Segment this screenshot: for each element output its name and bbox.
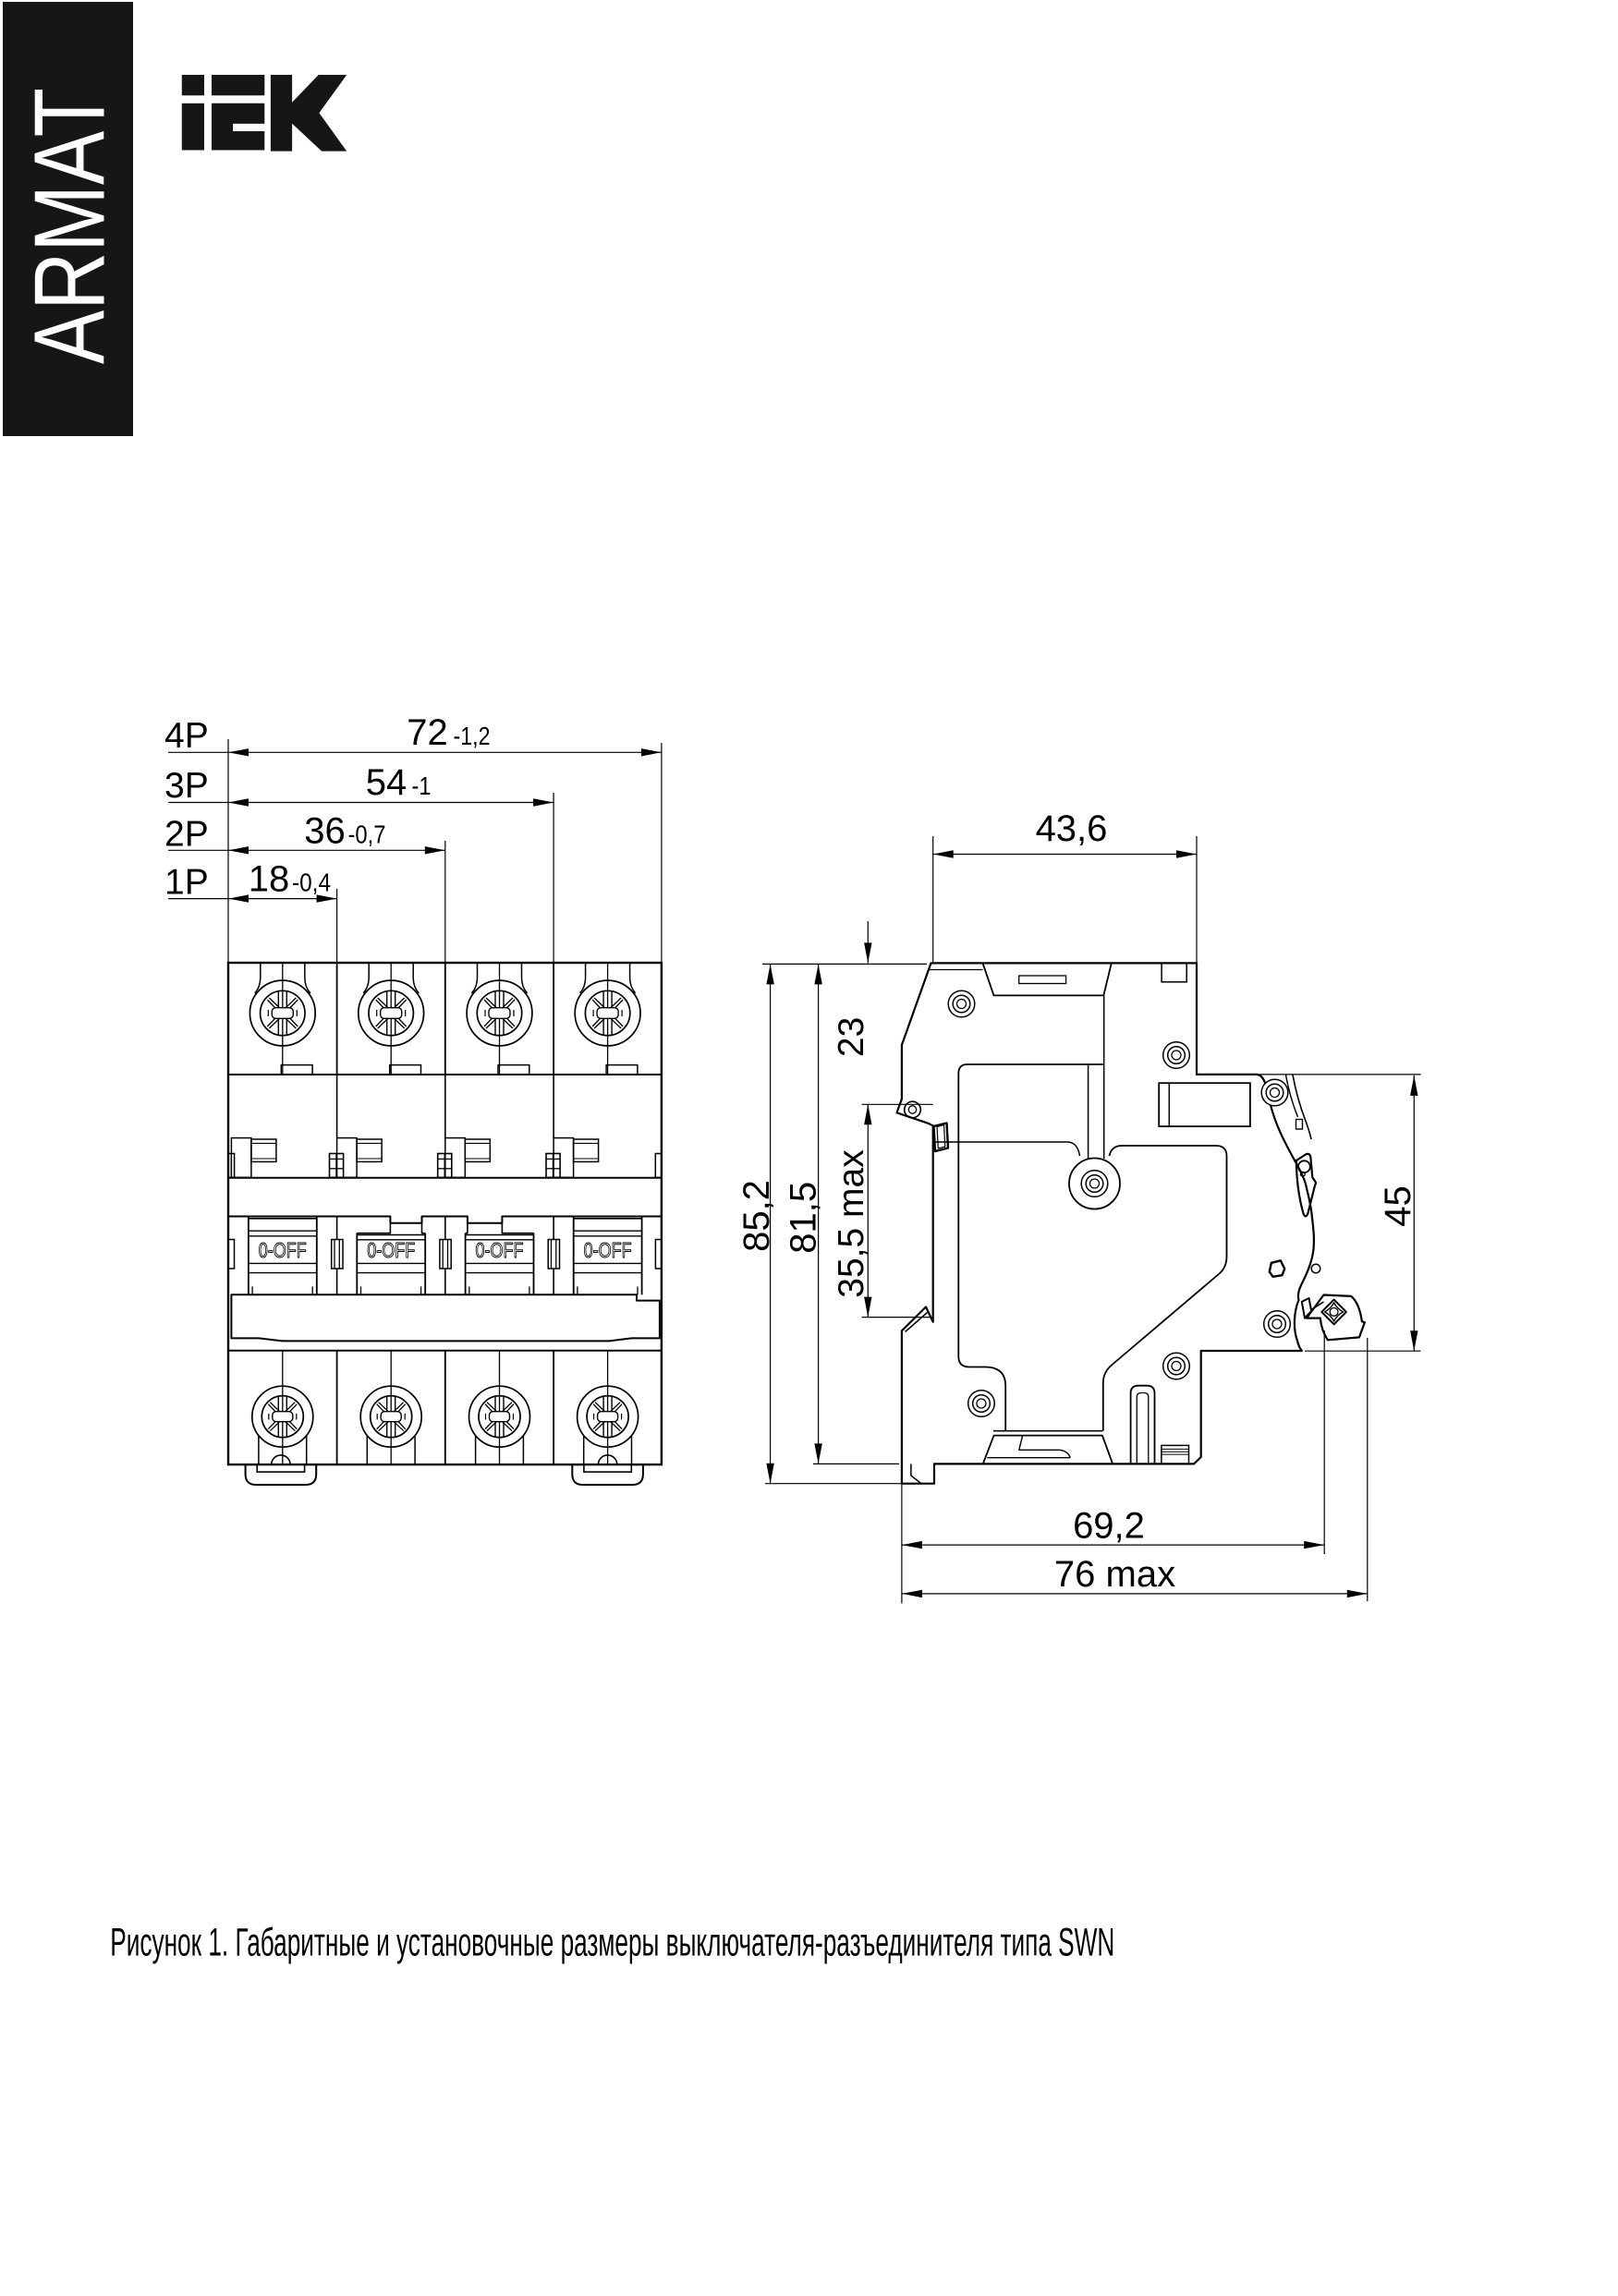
svg-text:1P: 1P	[164, 863, 209, 903]
svg-text:45: 45	[1378, 1185, 1418, 1227]
svg-text:2P: 2P	[164, 815, 209, 855]
svg-text:ARMAT: ARMAT	[14, 88, 127, 364]
svg-text:0-OFF: 0-OFF	[476, 1238, 524, 1262]
svg-text:43,6: 43,6	[1036, 808, 1108, 849]
svg-text:85,2: 85,2	[736, 1180, 777, 1252]
svg-text:23: 23	[832, 1017, 871, 1057]
svg-text:69,2: 69,2	[1073, 1505, 1145, 1546]
svg-text:-0,7: -0,7	[348, 820, 386, 849]
svg-text:0-OFF: 0-OFF	[584, 1238, 632, 1262]
svg-text:4P: 4P	[164, 716, 209, 756]
svg-text:-1: -1	[412, 771, 432, 800]
svg-text:18: 18	[249, 859, 290, 900]
svg-text:76 max: 76 max	[1054, 1554, 1175, 1595]
svg-text:54: 54	[366, 762, 408, 803]
svg-text:72: 72	[407, 712, 448, 753]
svg-text:35,5 max: 35,5 max	[832, 1149, 871, 1298]
svg-text:-0,4: -0,4	[292, 869, 331, 897]
svg-text:Рисунок 1. Габаритные и устано: Рисунок 1. Габаритные и установочные раз…	[110, 1920, 1114, 1964]
svg-text:3P: 3P	[164, 766, 209, 806]
svg-text:-1,2: -1,2	[454, 722, 491, 750]
svg-text:0-OFF: 0-OFF	[259, 1238, 307, 1262]
svg-text:81,5: 81,5	[783, 1182, 823, 1254]
svg-text:36: 36	[304, 811, 346, 852]
svg-text:0-OFF: 0-OFF	[367, 1238, 415, 1262]
